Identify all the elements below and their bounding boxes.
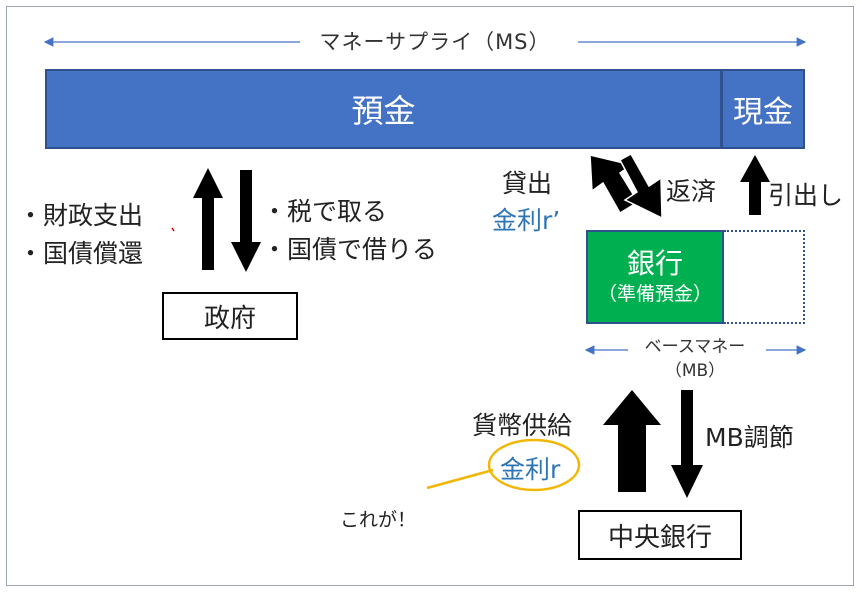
gov-action-tax: ・税で取る bbox=[262, 197, 388, 226]
gov-up-arrow bbox=[193, 168, 223, 270]
cash-label: 現金 bbox=[733, 95, 793, 130]
annotation-pointer-line bbox=[426, 468, 494, 490]
diagram-frame bbox=[6, 6, 854, 586]
central-bank-box: 中央銀行 bbox=[578, 510, 742, 560]
withdraw-label: 引出し bbox=[768, 181, 844, 210]
repay-arrow bbox=[618, 152, 663, 220]
loan-rate-label: 金利r’ bbox=[492, 206, 561, 235]
gov-action-fiscal-spending: ・財政支出 bbox=[18, 201, 144, 230]
mb-adjust-label: MB調節 bbox=[705, 423, 794, 452]
deposit-label: 預金 bbox=[351, 92, 416, 130]
gov-action-bond-redemption: ・国債償還 bbox=[18, 239, 144, 268]
red-tick-mark bbox=[171, 227, 175, 232]
money-supply-label: マネーサプライ（MS） bbox=[319, 30, 551, 54]
deposit-bar: 預金 bbox=[45, 69, 722, 149]
withdraw-up-arrow bbox=[740, 155, 770, 215]
bank-box: 銀行 （準備預金） bbox=[586, 230, 724, 324]
base-money-label: ベースマネー bbox=[644, 337, 746, 357]
money-supply-up-arrow bbox=[603, 390, 661, 492]
base-money-abbr: （MB） bbox=[664, 361, 726, 381]
cash-bar: 現金 bbox=[721, 69, 805, 149]
loan-label: 貸出 bbox=[502, 169, 553, 198]
policy-rate-label: 金利r bbox=[500, 455, 561, 484]
gov-down-arrow bbox=[231, 170, 261, 272]
base-money-label-group: ベースマネー （MB） bbox=[620, 335, 770, 383]
repay-label: 返済 bbox=[666, 177, 717, 206]
government-label: 政府 bbox=[203, 303, 256, 334]
gov-action-bond-borrow: ・国債で借りる bbox=[262, 235, 438, 264]
bank-label: 銀行 bbox=[626, 247, 683, 280]
central-bank-label: 中央銀行 bbox=[607, 522, 712, 553]
money-supply-action-label: 貨幣供給 bbox=[472, 411, 573, 440]
bank-reserve-label: （準備預金） bbox=[597, 283, 712, 305]
policy-rate-highlight bbox=[487, 438, 581, 492]
bank-cash-dashed-box bbox=[724, 230, 805, 324]
mb-adjust-down-arrow bbox=[671, 390, 703, 498]
annotation-label: これが！ bbox=[340, 509, 417, 531]
government-box: 政府 bbox=[162, 292, 298, 340]
